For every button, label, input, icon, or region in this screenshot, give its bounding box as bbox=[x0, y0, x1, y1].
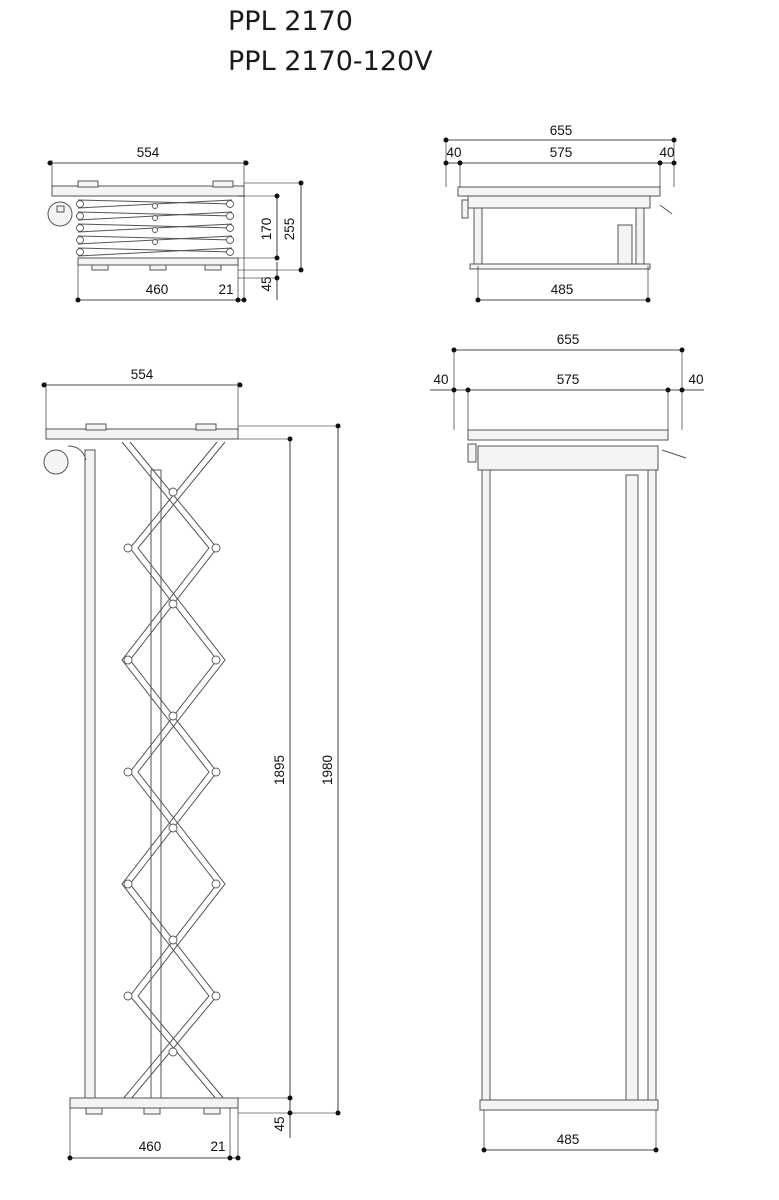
foot bbox=[204, 264, 222, 271]
front-view-open: 655 40 575 40 485 bbox=[430, 332, 704, 1153]
cable bbox=[659, 204, 673, 215]
dim-front-open-655: 655 bbox=[557, 332, 580, 347]
chain-column bbox=[84, 449, 96, 1103]
dim-side-closed-255: 255 bbox=[282, 218, 297, 241]
side-knob bbox=[461, 199, 469, 219]
cable bbox=[661, 449, 687, 459]
chain bbox=[617, 224, 633, 268]
motor-tube bbox=[467, 195, 651, 209]
dim-side-closed-45: 45 bbox=[259, 276, 274, 291]
dim-front-open-left40: 40 bbox=[433, 372, 448, 387]
scissor-links bbox=[121, 441, 226, 1101]
top-bracket bbox=[77, 180, 99, 188]
dim-side-closed-21: 21 bbox=[218, 282, 233, 297]
dim-side-open-21: 21 bbox=[210, 1139, 225, 1154]
center-post bbox=[150, 469, 162, 1101]
motor-housing bbox=[47, 201, 73, 227]
side-knob bbox=[467, 443, 477, 463]
foot bbox=[143, 1107, 161, 1115]
foot bbox=[91, 264, 109, 271]
dim-side-open-width: 554 bbox=[131, 367, 154, 382]
foot bbox=[149, 264, 167, 271]
dim-side-open-45: 45 bbox=[272, 1116, 287, 1131]
dim-side-open-460: 460 bbox=[139, 1139, 162, 1154]
top-plate bbox=[51, 185, 245, 197]
left-post bbox=[473, 207, 483, 267]
motor-housing bbox=[43, 449, 69, 475]
dim-front-closed-485: 485 bbox=[551, 282, 574, 297]
front-view-closed: 655 40 575 40 485 bbox=[443, 123, 677, 303]
dim-front-closed-655: 655 bbox=[550, 123, 573, 138]
top-plate bbox=[467, 429, 669, 441]
bottom-plate bbox=[479, 1099, 659, 1111]
dim-side-closed-170: 170 bbox=[259, 218, 274, 241]
dim-side-open-1895: 1895 bbox=[272, 755, 287, 785]
dim-front-open-right40: 40 bbox=[688, 372, 703, 387]
dim-front-closed-left40: 40 bbox=[446, 145, 461, 160]
top-plate bbox=[457, 186, 661, 197]
dim-side-closed-width: 554 bbox=[137, 145, 160, 160]
chain-guide bbox=[67, 445, 87, 461]
dim-front-closed-right40: 40 bbox=[659, 145, 674, 160]
chain bbox=[625, 474, 639, 1101]
bottom-plate bbox=[469, 263, 651, 270]
foot bbox=[203, 1107, 221, 1115]
top-bracket bbox=[85, 423, 107, 431]
dim-side-closed-460: 460 bbox=[146, 282, 169, 297]
motor-tube bbox=[477, 445, 659, 471]
motor-detail bbox=[56, 205, 65, 213]
bottom-plate bbox=[77, 257, 239, 266]
bottom-plate bbox=[69, 1097, 239, 1109]
foot bbox=[85, 1107, 103, 1115]
folded-scissor-links bbox=[76, 199, 234, 257]
left-post bbox=[481, 469, 491, 1103]
dim-front-closed-575: 575 bbox=[550, 145, 573, 160]
top-bracket bbox=[212, 180, 234, 188]
side-view-closed: 554 255 170 45 460 21 bbox=[47, 145, 304, 303]
dim-front-open-485: 485 bbox=[557, 1132, 580, 1147]
right-post bbox=[635, 207, 645, 267]
top-plate bbox=[45, 428, 239, 440]
model-title-120v: PPL 2170-120V bbox=[228, 46, 433, 77]
model-title: PPL 2170 bbox=[228, 6, 353, 37]
side-view-open: 554 1980 1895 45 460 21 bbox=[41, 367, 341, 1161]
dim-front-open-575: 575 bbox=[557, 372, 580, 387]
dim-side-open-1980: 1980 bbox=[320, 755, 335, 785]
right-post bbox=[647, 469, 657, 1103]
top-bracket bbox=[195, 423, 217, 431]
